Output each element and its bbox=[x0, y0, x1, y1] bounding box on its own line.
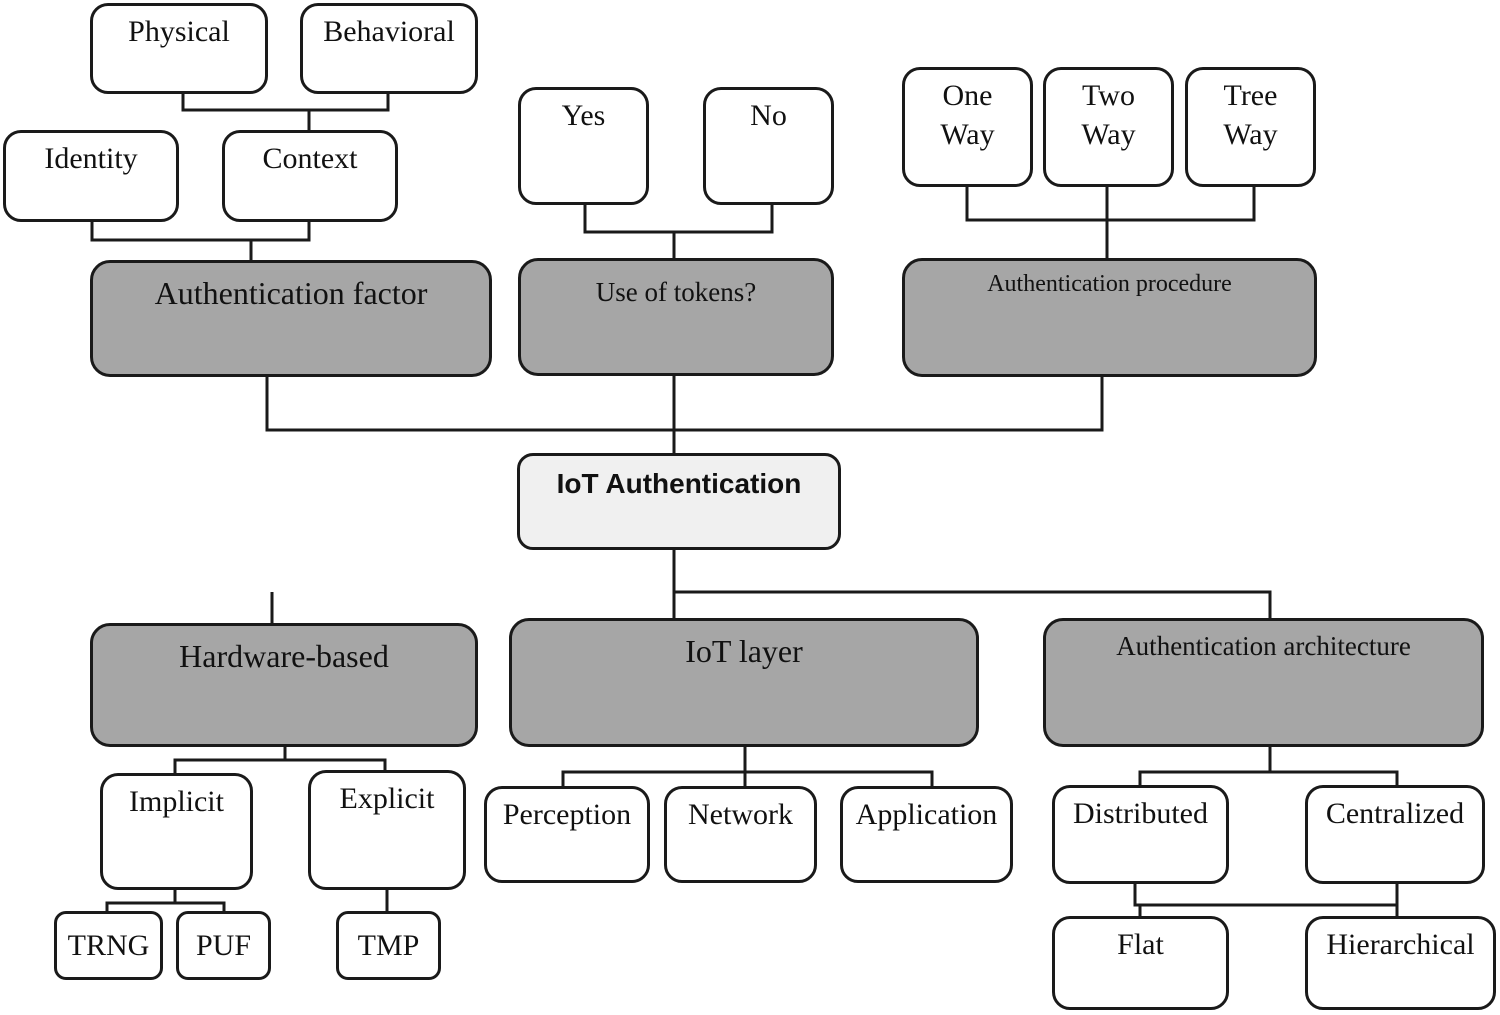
node-distributed: Distributed bbox=[1052, 785, 1229, 884]
node-yes: Yes bbox=[518, 87, 649, 205]
node-hierarchical: Hierarchical bbox=[1305, 916, 1496, 1010]
connector-top-categories-root bbox=[265, 374, 1104, 455]
connector-ways-procedure bbox=[965, 185, 1256, 260]
node-explicit: Explicit bbox=[308, 770, 466, 890]
node-behavioral: Behavioral bbox=[300, 3, 478, 94]
node-centralized: Centralized bbox=[1305, 785, 1485, 884]
connector-identity-context-factor bbox=[90, 220, 311, 262]
root-iot-authentication: IoT Authentication bbox=[517, 453, 841, 550]
connector-architecture-children bbox=[1138, 745, 1399, 787]
node-identity: Identity bbox=[3, 130, 179, 222]
category-iot-layer: IoT layer bbox=[509, 618, 979, 747]
node-puf: PUF bbox=[176, 911, 271, 980]
category-authentication-procedure: Authentication procedure bbox=[902, 258, 1317, 377]
node-context: Context bbox=[222, 130, 398, 222]
category-use-of-tokens: Use of tokens? bbox=[518, 258, 834, 376]
node-flat: Flat bbox=[1052, 916, 1229, 1010]
connector-layer-children bbox=[561, 745, 934, 788]
connector-hardware-implicit-explicit bbox=[173, 745, 387, 775]
connector-root-bottom-categories bbox=[270, 548, 1272, 625]
node-perception: Perception bbox=[484, 786, 650, 883]
node-trng: TRNG bbox=[54, 911, 163, 980]
node-implicit: Implicit bbox=[100, 773, 253, 890]
connector-implicit-trng-puf bbox=[105, 888, 226, 913]
node-two-way: Two Way bbox=[1043, 67, 1174, 187]
node-physical: Physical bbox=[90, 3, 268, 94]
connector-physical-behavioral-context bbox=[181, 92, 390, 132]
category-authentication-factor: Authentication factor bbox=[90, 260, 492, 377]
node-no: No bbox=[703, 87, 834, 205]
node-tmp: TMP bbox=[336, 911, 441, 980]
node-tree-way: Tree Way bbox=[1185, 67, 1316, 187]
category-authentication-architecture: Authentication architecture bbox=[1043, 618, 1484, 747]
node-network: Network bbox=[664, 786, 817, 883]
connector-distributed-centralized-flat-hierarchical bbox=[1133, 882, 1399, 918]
node-one-way: One Way bbox=[902, 67, 1033, 187]
node-application: Application bbox=[840, 786, 1013, 883]
category-hardware-based: Hardware-based bbox=[90, 623, 478, 747]
connector-yes-no-tokens bbox=[583, 203, 774, 260]
